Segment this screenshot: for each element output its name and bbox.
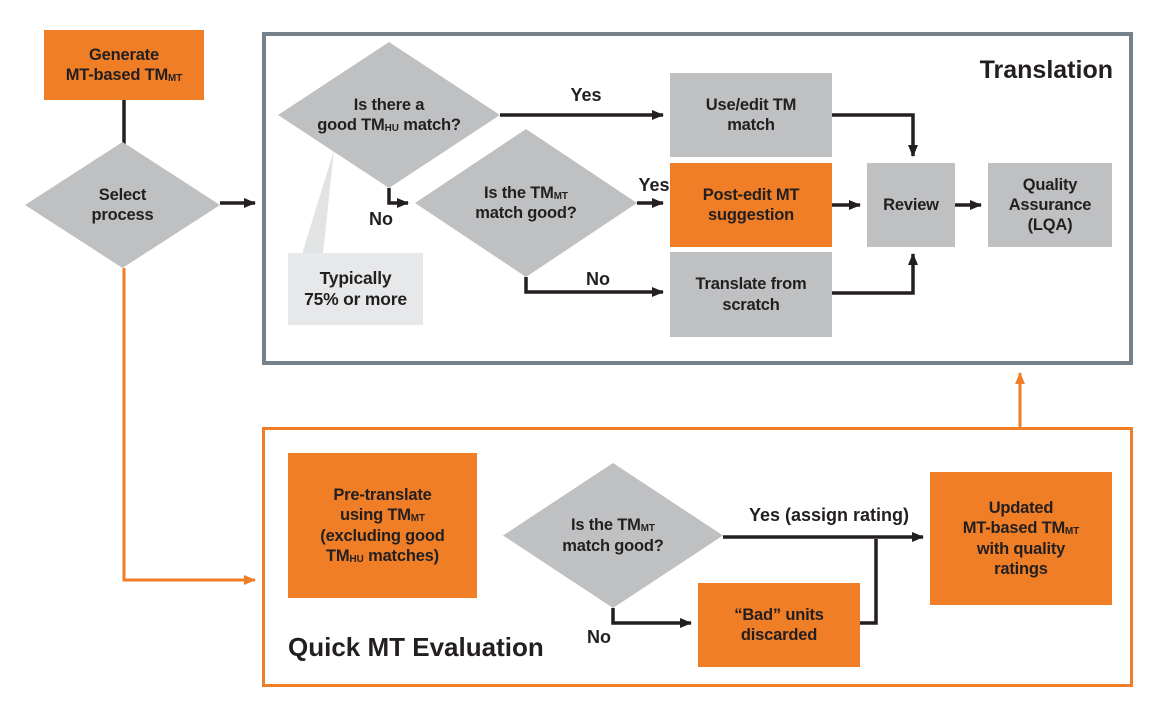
use-edit-label: Use/edit TM match	[705, 95, 797, 135]
qa-line1: Quality	[1022, 175, 1078, 194]
pretrans-line3: (excluding good	[320, 526, 445, 545]
review-node: Review	[867, 163, 955, 247]
mteval-line2: match good?	[562, 536, 664, 555]
pretrans-line2a: using TM	[339, 506, 411, 525]
review-label: Review	[883, 195, 939, 215]
scratch-line2: scratch	[722, 295, 780, 314]
review-line1: Review	[883, 195, 939, 214]
updated-line4: ratings	[994, 559, 1048, 578]
tmhu-line2a: good TM	[317, 116, 385, 134]
typically-line1: Typically	[319, 267, 392, 288]
tmhu-line2b: match?	[398, 116, 461, 134]
use-edit-tm-match-node: Use/edit TM match	[670, 73, 832, 157]
translation-section-title: Translation	[979, 56, 1113, 84]
updated-line2a: MT-based TM	[962, 519, 1066, 538]
badunits-line2: discarded	[740, 626, 818, 644]
generate-line2-sub: MT	[168, 72, 183, 84]
tm-hu-match-label: Is there a good TMHU match?	[317, 95, 461, 135]
tmhu-line2-sub: HU	[384, 122, 399, 134]
select-line1: Select	[98, 185, 147, 204]
post-edit-mt-node: Post-edit MT suggestion	[670, 163, 832, 247]
postedit-line2: suggestion	[707, 206, 794, 224]
quick-mt-evaluation-section-frame: Quick MT Evaluation	[262, 427, 1133, 687]
typically-line2: 75% or more	[304, 289, 407, 309]
generate-line1: Generate	[89, 45, 159, 64]
translation-section-frame: Translation	[262, 32, 1133, 365]
pretrans-line4a: TM	[326, 546, 350, 565]
label-yes-assign-rating: Yes (assign rating)	[748, 505, 910, 525]
bad-units-discarded-node: “Bad” units discarded	[698, 583, 860, 667]
pretrans-line1: Pre-translate	[333, 486, 432, 505]
tmmt-line1a: Is the TM	[484, 183, 554, 202]
scratch-line1: Translate from	[695, 275, 807, 294]
qa-line3: (LQA)	[1027, 216, 1073, 235]
updated-line3: with quality	[976, 539, 1066, 558]
tmhu-line1: Is there a	[353, 95, 425, 114]
tmmt-line1-sub: MT	[553, 190, 568, 202]
label-no-tm-hu: No	[369, 209, 393, 229]
mteval-line1-sub: MT	[640, 523, 655, 535]
post-edit-label: Post-edit MT suggestion	[703, 185, 800, 225]
pretrans-line2-sub: MT	[410, 513, 426, 525]
postedit-line1: Post-edit MT	[702, 185, 800, 204]
label-no-tm-mt: No	[586, 269, 610, 289]
pretrans-line4b: matches)	[363, 546, 439, 565]
select-process-label: Select process	[92, 185, 154, 225]
updated-line2-sub: MT	[1065, 526, 1080, 538]
mteval-line1a: Is the TM	[571, 516, 641, 535]
tmmt-line2: match good?	[475, 204, 577, 222]
updated-line1: Updated	[988, 499, 1054, 518]
pretrans-line4-sub: HU	[349, 553, 364, 565]
qa-line2: Assurance	[1008, 195, 1092, 214]
arrow-select-to-quick	[122, 268, 256, 585]
select-process-decision: Select process	[25, 142, 220, 268]
bad-units-label: “Bad” units discarded	[734, 605, 824, 645]
tm-mt-match-label: Is the TMMT match good?	[475, 183, 577, 223]
generate-line2: MT-based TM	[65, 66, 169, 84]
useedit-line2: match	[727, 116, 775, 134]
label-no-eval: No	[587, 627, 611, 647]
useedit-line1: Use/edit TM	[705, 95, 797, 114]
select-line2: process	[91, 206, 154, 224]
label-yes-tm-mt: Yes	[638, 175, 670, 195]
badunits-line1: “Bad” units	[734, 605, 824, 624]
label-yes-tm-hu: Yes	[570, 85, 602, 105]
quick-mt-evaluation-section-title: Quick MT Evaluation	[288, 632, 544, 662]
